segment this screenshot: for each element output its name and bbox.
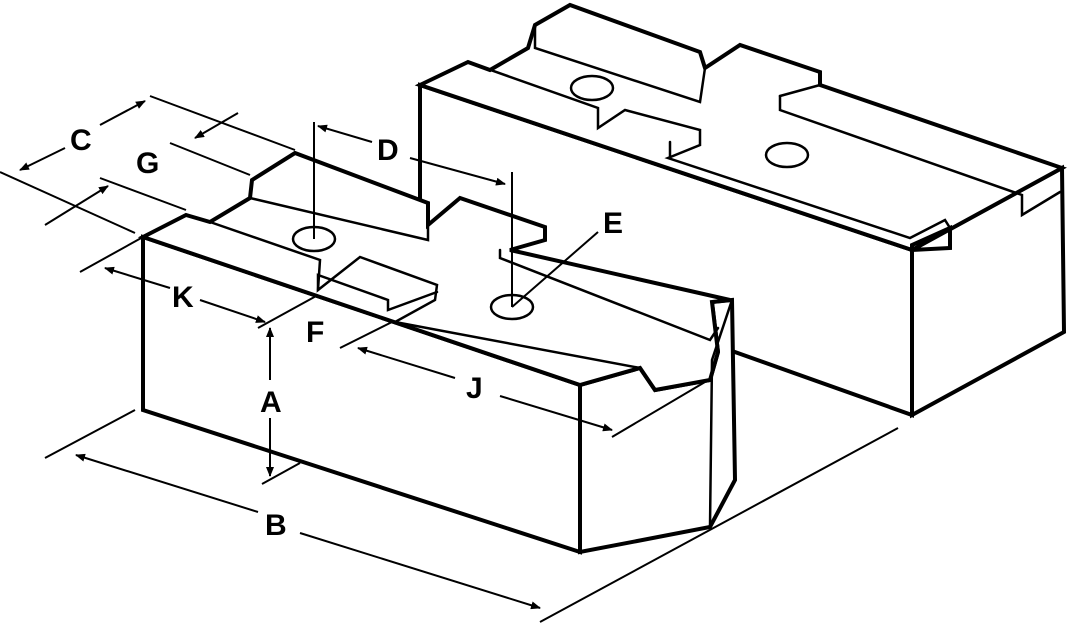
label-d: D (377, 134, 399, 167)
dim-k-ext (79, 236, 144, 273)
dim-k-ext-2 (257, 294, 319, 329)
dim-c-ext-1 (0, 171, 136, 234)
back-jaw-rail-2 (778, 83, 822, 98)
front-jaw (137, 150, 738, 555)
dimension-labels: A B C D E F G J K (70, 124, 623, 542)
back-jaw-ridge-line (466, 60, 952, 240)
dim-b-ext-left (44, 409, 136, 459)
front-jaw-chamfer-line (708, 298, 734, 529)
dim-g-ext (169, 142, 251, 176)
front-jaw-rail (498, 248, 720, 342)
label-f: F (306, 316, 324, 349)
dim-c-arrow-left (19, 147, 66, 171)
dim-e-leader (511, 231, 599, 308)
back-jaw-rail (778, 94, 1062, 218)
back-jaw-upper-ridge (533, 23, 707, 104)
label-c: C (70, 124, 92, 157)
dim-j-ext-1 (339, 321, 393, 349)
label-b: B (265, 509, 287, 542)
back-jaw-top (414, 2, 1067, 254)
dim-b-ext-right (539, 427, 899, 623)
dim-b-arrow-left (75, 453, 259, 513)
back-jaw-hole-1 (569, 74, 615, 102)
dim-g-arrow (194, 112, 239, 139)
back-jaw-hole-2 (764, 141, 810, 169)
dim-a-ext (261, 462, 301, 485)
dim-d-arrow-left (317, 124, 373, 143)
back-jaw (414, 2, 1067, 419)
dim-j-arrow-left (357, 346, 456, 379)
dim-c-arrow-right (99, 100, 146, 126)
dim-j-arrow-right (499, 395, 613, 432)
front-jaw-groove-line (208, 220, 642, 370)
dim-d-arrow-right (409, 157, 506, 186)
dim-b-arrow-right (299, 532, 541, 610)
dim-g-ext-2 (99, 177, 187, 211)
label-e: E (603, 207, 623, 240)
label-g: G (136, 147, 159, 180)
dim-k-arrow-left (104, 266, 171, 289)
label-j: J (466, 372, 483, 405)
label-k: K (172, 281, 194, 314)
dim-j-ext-2 (611, 381, 706, 438)
label-a: A (260, 386, 282, 419)
dim-g-arrow-2 (44, 185, 109, 226)
front-jaw-step (316, 273, 439, 312)
front-jaw-upper-ridge (248, 178, 430, 242)
dimension-lines (0, 95, 899, 623)
dim-k-arrow-right (199, 299, 266, 323)
